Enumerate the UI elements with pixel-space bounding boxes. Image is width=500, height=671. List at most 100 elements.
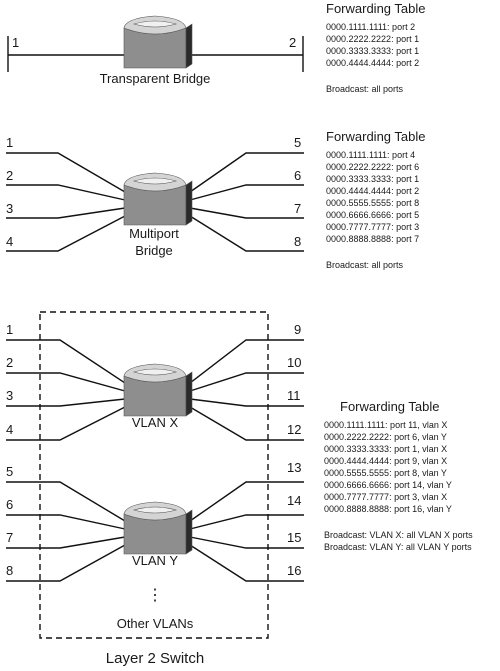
table-row: 0000.7777.7777: port 3 (326, 222, 419, 232)
device-highlight (132, 20, 178, 28)
port-4-wire (6, 215, 126, 252)
port-label-1: 1 (6, 322, 13, 337)
port-label-3: 3 (6, 388, 13, 403)
forwarding-table-1: Forwarding Table 0000.1111.1111: port 2 … (326, 1, 425, 94)
table-row: 0000.8888.8888: port 7 (326, 234, 419, 244)
port-label-6: 6 (6, 497, 13, 512)
vlan-x-label: VLAN X (132, 415, 179, 430)
table-title: Forwarding Table (340, 399, 439, 414)
device-side (185, 180, 193, 226)
port-label-8: 8 (6, 563, 13, 578)
port-3-wire (6, 398, 126, 407)
port-1-wire (6, 152, 126, 193)
port-4-wire (6, 406, 126, 441)
forwarding-table-3: Forwarding Table 0000.1111.1111: port 11… (324, 399, 473, 552)
layer2-switch-section: 1 2 3 4 9 10 11 12 5 6 7 8 13 14 15 16 V… (6, 311, 304, 667)
multiport-bridge-label-line2: Bridge (135, 243, 173, 258)
port-label-4: 4 (6, 422, 13, 437)
table-row: 0000.6666.6666: port 14, vlan Y (324, 480, 452, 490)
port-10-wire (189, 372, 304, 392)
port-label-6: 6 (294, 168, 301, 183)
device-highlight (132, 368, 178, 376)
port-label-8: 8 (294, 234, 301, 249)
port-12-wire (189, 406, 304, 441)
table-row: 0000.1111.1111: port 4 (326, 150, 415, 160)
table-row: 0000.3333.3333: port 1 (326, 46, 419, 56)
port-2-wire (6, 184, 126, 201)
broadcast-note-vlan-x: Broadcast: VLAN X: all VLAN X ports (324, 530, 473, 540)
table-title: Forwarding Table (326, 129, 425, 144)
port-7-wire (6, 536, 126, 549)
port-label-7: 7 (6, 530, 13, 545)
multiport-bridge-section: 1 2 3 4 5 6 7 8 Multiport Bridge (6, 135, 304, 258)
port-label-2: 2 (6, 355, 13, 370)
device-side (185, 509, 193, 555)
table-row: 0000.4444.4444: port 2 (326, 58, 419, 68)
port-8-wire (6, 544, 126, 582)
port-label-13: 13 (287, 460, 301, 475)
port-label-7: 7 (294, 201, 301, 216)
table-row: 0000.3333.3333: port 1, vlan X (324, 444, 447, 454)
vlan-x-switch-icon (123, 363, 193, 417)
port-7-wire (189, 207, 304, 219)
port-5-wire (6, 481, 126, 522)
broadcast-note-vlan-y: Broadcast: VLAN Y: all VLAN Y ports (324, 542, 472, 552)
port-label-16: 16 (287, 563, 301, 578)
table-row: 0000.8888.8888: port 16, vlan Y (324, 504, 452, 514)
table-row: 0000.5555.5555: port 8, vlan Y (324, 468, 447, 478)
table-row: 0000.1111.1111: port 11, vlan X (324, 420, 447, 430)
port-6-wire (6, 514, 126, 530)
table-row: 0000.1111.1111: port 2 (326, 22, 415, 32)
other-vlans-label: Other VLANs (117, 616, 194, 631)
table-row: 0000.3333.3333: port 1 (326, 174, 419, 184)
port-label-1: 1 (12, 35, 19, 50)
table-row: 0000.2222.2222: port 1 (326, 34, 419, 44)
port-5-wire (189, 152, 304, 193)
forwarding-table-2: Forwarding Table 0000.1111.1111: port 4 … (326, 129, 425, 270)
port-label-12: 12 (287, 422, 301, 437)
table-row: 0000.2222.2222: port 6 (326, 162, 419, 172)
layer2-switch-label: Layer 2 Switch (106, 650, 204, 667)
transparent-bridge-icon (123, 15, 193, 69)
port-label-4: 4 (6, 234, 13, 249)
port-15-wire (189, 536, 304, 549)
device-side (185, 371, 193, 417)
multiport-bridge-icon (123, 172, 193, 226)
multiport-bridge-label-line1: Multiport (129, 226, 179, 241)
broadcast-note: Broadcast: all ports (326, 260, 404, 270)
port-14-wire (189, 514, 304, 530)
port-label-2: 2 (289, 35, 296, 50)
vlan-y-label: VLAN Y (132, 553, 178, 568)
port-label-5: 5 (6, 464, 13, 479)
device-highlight (132, 506, 178, 514)
port-label-2: 2 (6, 168, 13, 183)
port-1-wire (6, 339, 126, 384)
table-row: 0000.4444.4444: port 2 (326, 186, 419, 196)
device-side (185, 23, 193, 69)
port-8-wire (189, 215, 304, 252)
table-row: 0000.6666.6666: port 5 (326, 210, 419, 220)
port-16-wire (189, 544, 304, 582)
port-label-10: 10 (287, 355, 301, 370)
port-11-wire (189, 398, 304, 407)
table-row: 0000.5555.5555: port 8 (326, 198, 419, 208)
port-9-wire (189, 339, 304, 384)
port-label-14: 14 (287, 493, 301, 508)
port-label-3: 3 (6, 201, 13, 216)
vlan-y-switch-icon (123, 501, 193, 555)
port-3-wire (6, 207, 126, 219)
transparent-bridge-section: 1 2 Transparent Bridge (7, 15, 304, 86)
port-label-5: 5 (294, 135, 301, 150)
switch-boundary (39, 311, 269, 639)
port-6-wire (189, 184, 304, 201)
port-label-11: 11 (287, 388, 301, 403)
table-title: Forwarding Table (326, 1, 425, 16)
port-label-15: 15 (287, 530, 301, 545)
table-row: 0000.7777.7777: port 3, vlan X (324, 492, 447, 502)
device-highlight (132, 177, 178, 185)
port-13-wire (189, 481, 304, 522)
port-label-9: 9 (294, 322, 301, 337)
port-label-1: 1 (6, 135, 13, 150)
more-vlans-ellipsis: ⋮ (147, 587, 163, 604)
